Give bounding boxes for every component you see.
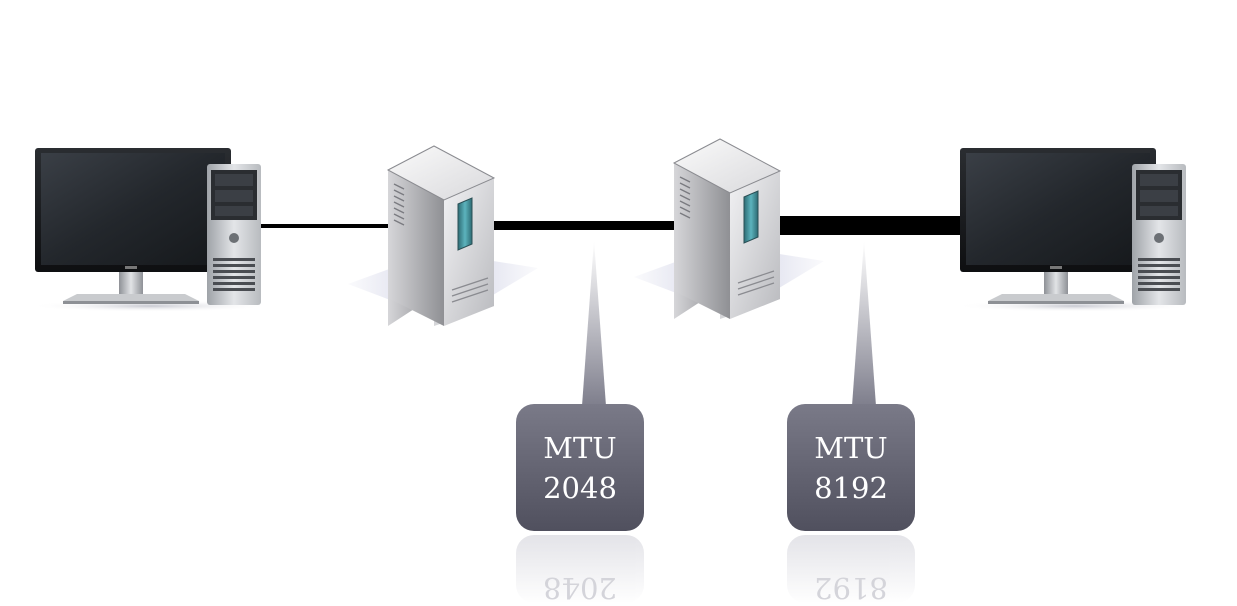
callout-line1: MTU (814, 431, 887, 465)
link-left-pc-to-router-a (258, 224, 390, 228)
link-router-a-to-router-b (488, 221, 676, 230)
server-tower-icon (347, 145, 539, 327)
mtu-callout: MTU 8192 8192 (787, 240, 915, 605)
mtu-callout: MTU 2048 2048 (516, 240, 644, 605)
callout-line1: MTU (543, 431, 616, 465)
desktop-computer-icon (955, 148, 1195, 312)
callout-reflection-text: 2048 (543, 571, 617, 605)
callout-line2: 2048 (543, 471, 617, 505)
link-router-b-to-right-pc (776, 216, 960, 235)
callout-pointer (852, 240, 876, 406)
callout-box (516, 404, 644, 531)
callout-reflection: 8192 (787, 535, 915, 605)
callout-pointer (582, 240, 606, 406)
callout-line2: 8192 (814, 471, 888, 505)
callout-reflection-text: 8192 (814, 571, 888, 605)
callout-reflection: 2048 (516, 535, 644, 605)
desktop-computer-icon (30, 148, 270, 312)
callout-box (787, 404, 915, 531)
